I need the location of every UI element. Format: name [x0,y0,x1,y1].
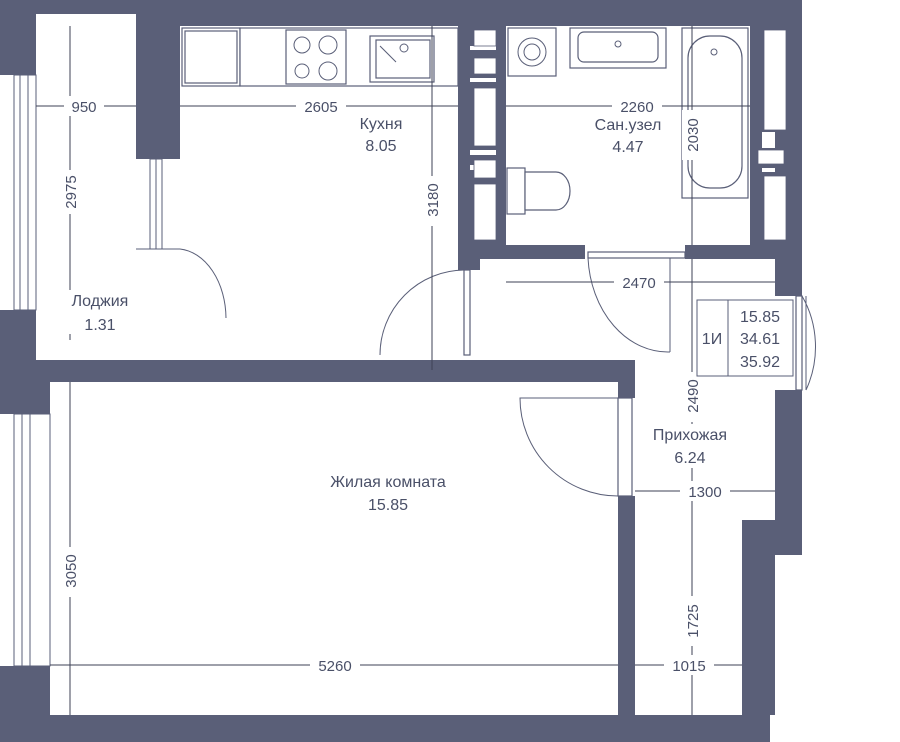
kitchen-fixtures [181,27,459,87]
room-area-kitchen: 8.05 [365,138,396,155]
dimension-labels: 950 2975 2605 3180 2260 2030 2470 2490 1… [60,96,730,675]
room-area-bathroom: 4.47 [612,139,643,156]
room-area-loggia: 1.31 [84,317,115,334]
room-name-bathroom: Сан.узел [595,117,662,134]
room-name-loggia: Лоджия [72,293,129,310]
loggia-door [136,248,227,319]
room-area-hallway: 6.24 [674,450,705,467]
living-door [519,397,633,497]
apartment-type: 1И [702,331,722,348]
dim-living-length: 3050 [63,554,80,587]
dim-loggia-width: 950 [71,99,96,116]
total-with-loggia-value: 35.92 [740,354,780,371]
room-name-kitchen: Кухня [360,116,403,133]
entry-door [795,295,816,391]
dim-bath-width: 2260 [620,99,653,116]
living-area-value: 15.85 [740,309,780,326]
total-area-value: 34.61 [740,331,780,348]
room-name-living: Жилая комната [330,474,446,491]
dim-bath-length: 2030 [685,118,702,151]
dim-hall-top-width: 2470 [622,275,655,292]
room-labels: Лоджия 1.31 Кухня 8.05 Сан.узел 4.47 Жил… [64,116,740,514]
dim-kitchen-width: 2605 [304,99,337,116]
dim-kitchen-length: 3180 [425,183,442,216]
dim-hall-mid-width: 1300 [688,484,721,501]
dim-loggia-length: 2975 [63,175,80,208]
bathroom-fixtures [506,27,749,215]
apartment-info-box: 1И 15.85 34.61 35.92 [696,299,794,377]
dim-living-width: 5260 [318,658,351,675]
bathroom-door [587,251,686,353]
windows [13,74,163,667]
dim-hall-length: 2490 [685,379,702,412]
room-area-living: 15.85 [368,497,408,514]
kitchen-door [379,269,471,356]
doors [136,248,816,497]
shaft-cells [473,29,787,241]
room-name-hallway: Прихожая [653,427,727,444]
dim-hall-bottom-length: 1725 [685,604,702,637]
dim-hall-bottom-width: 1015 [672,658,705,675]
